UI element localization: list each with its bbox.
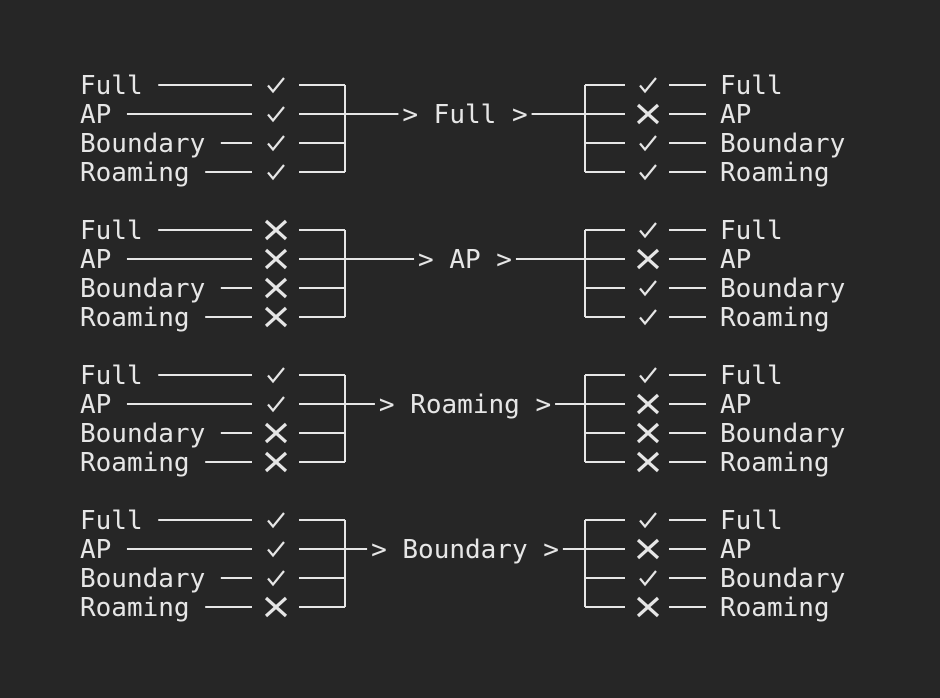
connector-line (264, 219, 288, 241)
transition-arrow-label: > AP > (418, 245, 512, 275)
check-icon (639, 309, 657, 326)
connector-line (636, 103, 660, 125)
input-state-label: Boundary (80, 564, 205, 594)
transition-arrow-label: > Roaming > (379, 390, 551, 420)
connector-line (636, 596, 660, 618)
input-state-label: Full (80, 71, 143, 101)
check-icon (267, 570, 285, 587)
input-state-label: AP (80, 100, 111, 130)
connector-line (264, 248, 288, 270)
output-state-label: Full (720, 506, 783, 536)
connector-line (636, 393, 660, 415)
cross-icon (264, 306, 288, 328)
output-state-label: Full (720, 361, 783, 391)
check-icon (267, 135, 285, 152)
cross-icon (636, 393, 660, 415)
check-icon (639, 164, 657, 181)
output-state-label: Boundary (720, 129, 845, 159)
check-icon (639, 367, 657, 384)
cross-icon (636, 422, 660, 444)
output-state-label: Boundary (720, 564, 845, 594)
output-state-label: Boundary (720, 419, 845, 449)
output-state-label: Full (720, 71, 783, 101)
input-state-label: AP (80, 245, 111, 275)
connector-line (264, 451, 288, 473)
input-state-label: Boundary (80, 274, 205, 304)
input-state-label: Full (80, 506, 143, 536)
check-icon (267, 512, 285, 529)
input-state-label: AP (80, 535, 111, 565)
cross-icon (636, 451, 660, 473)
input-state-label: Boundary (80, 129, 205, 159)
check-icon (639, 222, 657, 239)
output-state-label: Roaming (720, 448, 830, 478)
check-icon (639, 512, 657, 529)
output-state-label: Full (720, 216, 783, 246)
cross-icon (264, 277, 288, 299)
cross-icon (264, 248, 288, 270)
connector-line (264, 277, 288, 299)
input-state-label: Roaming (80, 158, 190, 188)
output-state-label: AP (720, 535, 751, 565)
check-icon (267, 106, 285, 123)
transition-arrow-label: > Full > (402, 100, 527, 130)
input-state-label: Boundary (80, 419, 205, 449)
check-icon (267, 396, 285, 413)
output-state-label: AP (720, 100, 751, 130)
cross-icon (264, 422, 288, 444)
check-icon (267, 541, 285, 558)
connector-line (636, 422, 660, 444)
check-icon (639, 77, 657, 94)
output-state-label: Boundary (720, 274, 845, 304)
check-icon (639, 280, 657, 297)
check-icon (639, 135, 657, 152)
input-state-label: Roaming (80, 448, 190, 478)
cross-icon (264, 451, 288, 473)
input-state-label: Roaming (80, 593, 190, 623)
output-state-label: Roaming (720, 593, 830, 623)
connector-line (264, 306, 288, 328)
input-state-label: Full (80, 216, 143, 246)
connector-line (264, 422, 288, 444)
connector-line (264, 596, 288, 618)
input-state-label: Full (80, 361, 143, 391)
input-state-label: Roaming (80, 303, 190, 333)
check-icon (267, 77, 285, 94)
output-state-label: AP (720, 245, 751, 275)
cross-icon (264, 219, 288, 241)
output-state-label: Roaming (720, 158, 830, 188)
check-icon (267, 367, 285, 384)
connector-line (636, 538, 660, 560)
cross-icon (636, 248, 660, 270)
output-state-label: AP (720, 390, 751, 420)
cross-icon (264, 596, 288, 618)
connector-line (636, 248, 660, 270)
check-icon (267, 164, 285, 181)
cross-icon (636, 596, 660, 618)
connector-line (636, 451, 660, 473)
check-icon (639, 570, 657, 587)
cross-icon (636, 538, 660, 560)
transition-arrow-label: > Boundary > (371, 535, 559, 565)
output-state-label: Roaming (720, 303, 830, 333)
input-state-label: AP (80, 390, 111, 420)
cross-icon (636, 103, 660, 125)
